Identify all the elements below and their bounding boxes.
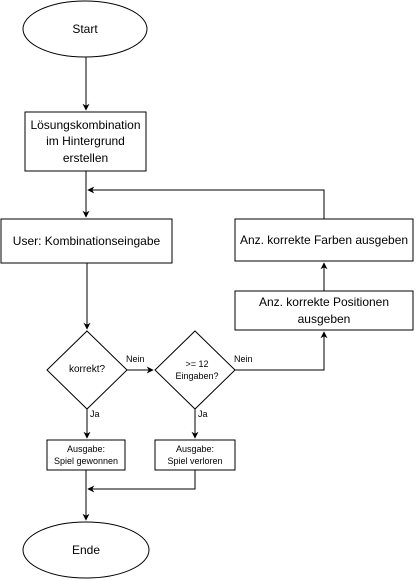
user-input-process-shape: [0, 218, 173, 264]
correct-decision-shape: [46, 330, 128, 410]
edge-label-attempts-yes: Ja: [197, 409, 209, 419]
correct-positions-process-shape: [234, 290, 414, 331]
edge-label-correct-yes: Ja: [89, 409, 101, 419]
edge-label-attempts-no: Nein: [233, 354, 254, 364]
edge-lost-to-end: [87, 470, 196, 493]
edge-colors-loop-to-input: [87, 186, 325, 219]
create-solution-process-shape: [24, 111, 147, 172]
start-terminal-shape: [22, 0, 148, 58]
edge-label-correct-no: Nein: [125, 354, 146, 364]
output-won-process-shape: [46, 439, 126, 471]
edge-attempts-no-to-positions: [235, 331, 328, 371]
correct-colors-process-shape: [234, 218, 414, 262]
end-terminal-shape: [22, 521, 150, 579]
attempts-decision-shape: [154, 330, 236, 410]
output-lost-process-shape: [154, 439, 236, 471]
